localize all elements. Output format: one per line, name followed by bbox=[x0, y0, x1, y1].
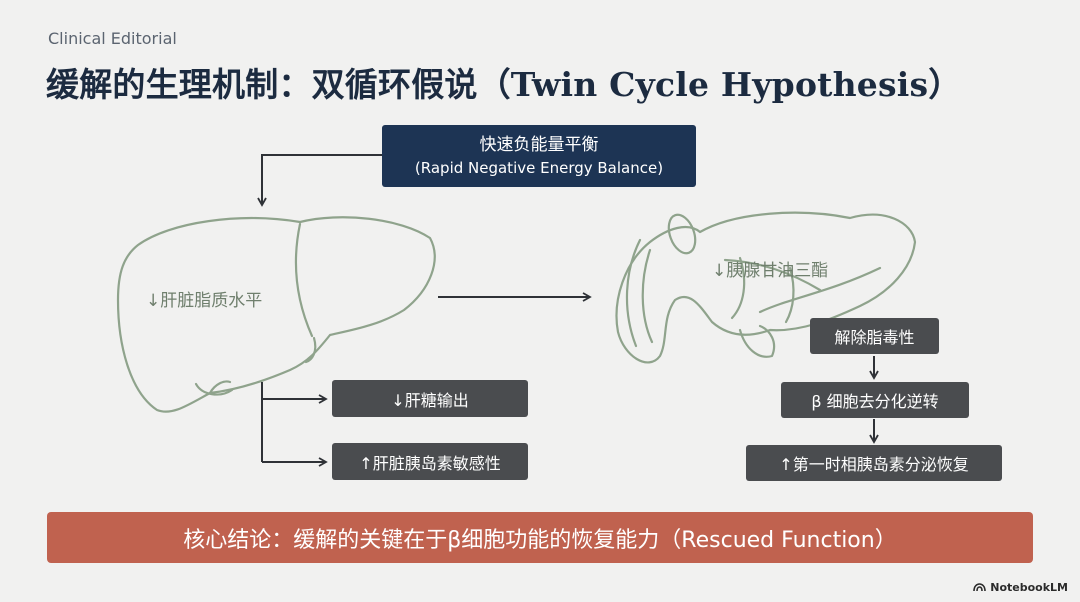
pancreas-step-first-phase-secretion: ↑第一时相胰岛素分泌恢复 bbox=[746, 445, 1002, 481]
liver-outcome-insulin-sensitivity: ↑肝脏胰岛素敏感性 bbox=[332, 443, 528, 480]
energy-balance-title: 快速负能量平衡 bbox=[479, 135, 599, 155]
liver-illustration bbox=[116, 216, 436, 413]
brand-name: NotebookLM bbox=[990, 581, 1068, 594]
notebooklm-logo-icon bbox=[973, 583, 987, 592]
page-title: 缓解的生理机制：双循环假说（Twin Cycle Hypothesis） bbox=[46, 65, 962, 104]
energy-balance-box: 快速负能量平衡 (Rapid Negative Energy Balance) bbox=[382, 125, 696, 187]
connectors bbox=[257, 154, 879, 467]
pancreas-illustration bbox=[615, 211, 917, 364]
conclusion-banner: 核心结论：缓解的关键在于β细胞功能的恢复能力（Rescued Function） bbox=[47, 512, 1033, 563]
pancreas-step-lipotoxicity: 解除脂毒性 bbox=[810, 318, 939, 354]
pancreas-label: ↓胰腺甘油三酯 bbox=[712, 261, 829, 281]
liver-label: ↓肝脏脂质水平 bbox=[146, 291, 263, 311]
pancreas-step-dedifferentiation: β 细胞去分化逆转 bbox=[781, 382, 969, 418]
energy-balance-subtitle: (Rapid Negative Energy Balance) bbox=[414, 159, 664, 177]
arrow-top-to-liver bbox=[257, 154, 382, 207]
liver-outcome-glucose-output: ↓肝糖输出 bbox=[332, 380, 528, 417]
brand-mark: NotebookLM bbox=[973, 581, 1068, 594]
kicker-label: Clinical Editorial bbox=[48, 29, 177, 48]
